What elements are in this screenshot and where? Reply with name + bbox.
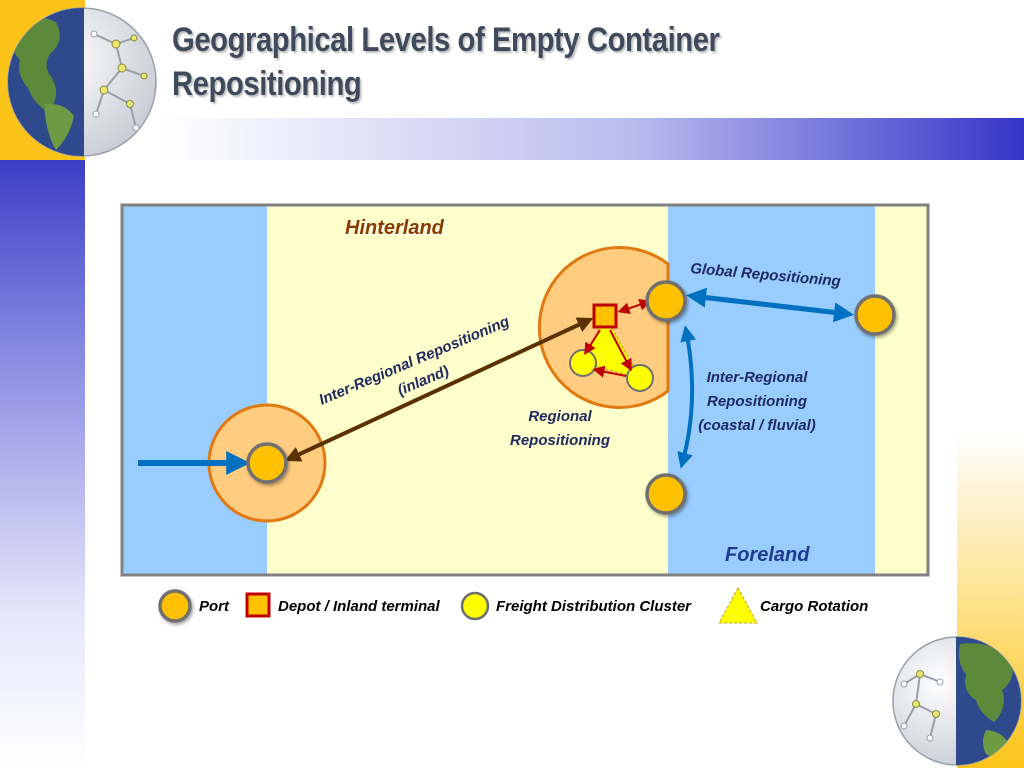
- regional-arrow: [592, 365, 627, 378]
- coastal-repositioning-label: Inter-Regional: [707, 369, 809, 386]
- port: [854, 294, 896, 336]
- freight-cluster: [569, 349, 597, 377]
- regional-repositioning-label: Regional: [528, 408, 592, 425]
- diagram-frame: [120, 203, 930, 577]
- port: [246, 442, 288, 484]
- legend-rotation-label: Cargo Rotation: [760, 598, 868, 615]
- legend: Port Depot / Inland terminal Freight Dis…: [158, 586, 868, 624]
- legend-depot-symbol: [245, 592, 271, 618]
- regional-repositioning-label: Repositioning: [510, 432, 610, 449]
- legend-port-label: Port: [199, 598, 230, 615]
- regional-arrow: [609, 329, 632, 372]
- coastal-repositioning-label: Repositioning: [707, 393, 807, 410]
- globe-icon: [892, 636, 1022, 766]
- legend-cluster-symbol: [460, 591, 490, 621]
- sea-region-right: [668, 205, 875, 575]
- coastal-repositioning-label: (coastal / fluvial): [698, 417, 816, 434]
- globe-icon: [7, 7, 157, 157]
- page-title: Geographical Levels of Empty Container R…: [172, 21, 720, 103]
- foreland-label: Foreland: [725, 544, 810, 566]
- legend-port-symbol: [158, 589, 192, 623]
- legend-cluster-label: Freight Distribution Cluster: [496, 598, 692, 615]
- depot-inland-terminal: [592, 303, 618, 329]
- freight-cluster: [626, 364, 654, 392]
- port: [645, 473, 687, 515]
- regional-arrow: [617, 298, 652, 315]
- hinterland-label: Hinterland: [345, 217, 445, 239]
- legend-rotation-symbol: [718, 586, 758, 624]
- sea-region-left: [122, 205, 267, 575]
- title-gradient-band: [160, 118, 1024, 160]
- global-repositioning-arrow: [686, 287, 854, 323]
- coastal-repositioning-arrow: [677, 325, 697, 469]
- inland-repositioning-arrow: [284, 317, 594, 462]
- legend-depot-label: Depot / Inland terminal: [278, 598, 441, 615]
- left-gradient-bar: [0, 160, 85, 768]
- port: [645, 280, 687, 322]
